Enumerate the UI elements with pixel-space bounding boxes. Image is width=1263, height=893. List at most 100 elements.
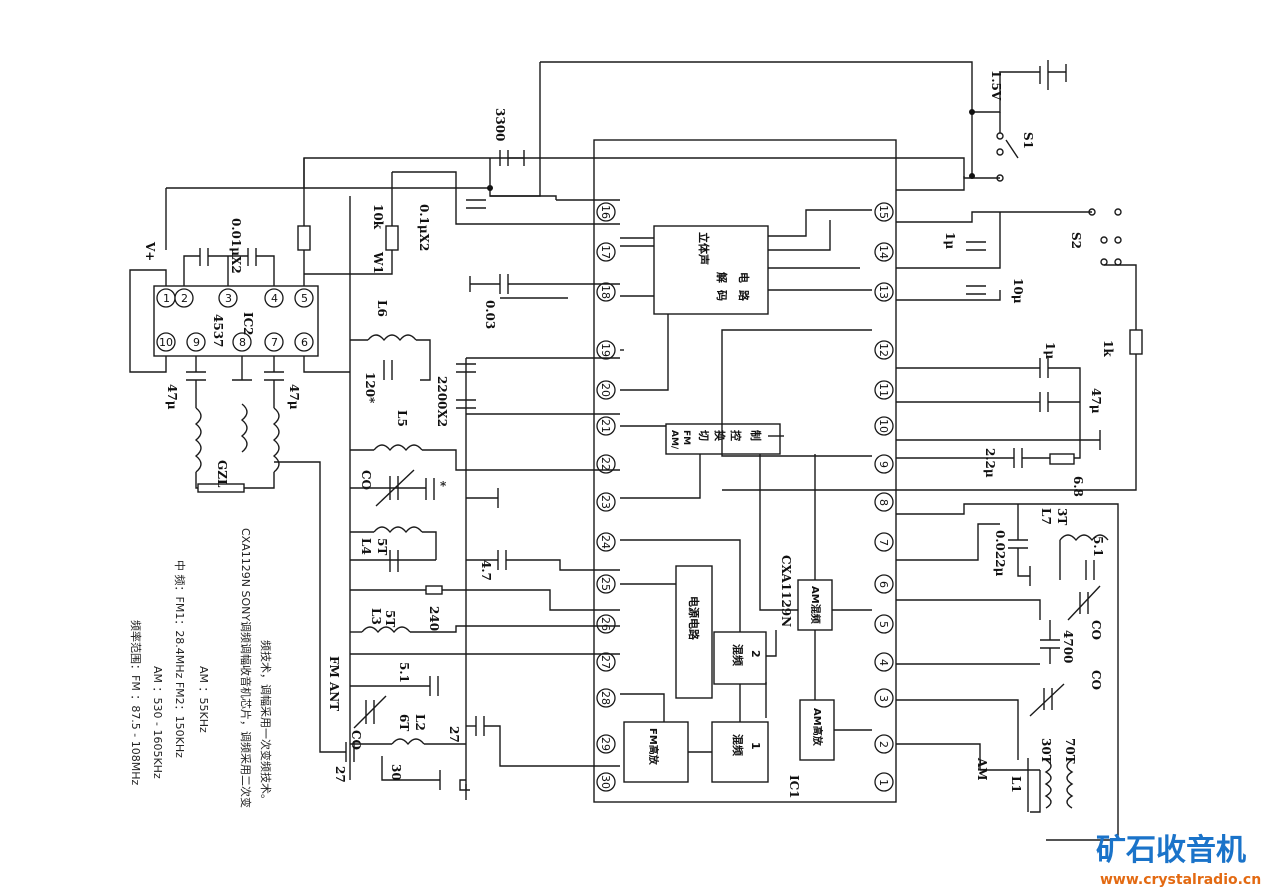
ic1-pin-1: 1 [874,772,894,792]
ic2-name: 4537 [211,314,225,347]
p15-link [896,176,965,191]
l5-out [422,449,620,471]
ic1-pin-19: 19 [596,340,616,360]
ic2-pin-8: 8 [232,332,252,352]
ic1-pin-25-circle [596,574,616,594]
am-fm-l3: 切 [697,430,710,441]
star-label: * [440,479,447,493]
power-circuit-label: 电源电路 [687,596,701,641]
mix2-l1: 混频 [731,644,745,666]
ic1-pin-8-circle [874,492,894,512]
ic1-pin-25: 25 [596,574,616,594]
w1-out [304,250,393,275]
coil-left [194,407,202,473]
c47u-l-label: 47μ [165,384,179,410]
coil-right [272,407,280,473]
fm-rf-block [623,721,689,783]
l5-label: L5 [395,410,409,427]
ic1-pin-10-circle [874,416,894,436]
stereo-decoder-l3: 码 [715,290,728,301]
c47u-b-label: 47μ [1089,388,1103,414]
ic2-out-to-ant [274,461,346,753]
ic1-pin-7: 7 [874,532,894,552]
decoder-out-1 [768,209,872,237]
ic1-pin-10: 10 [874,416,894,436]
stereo-decoder-block [653,225,769,315]
ic1-pin-9: 9 [874,454,894,474]
p6-link [896,523,1000,561]
s2-contact [1100,258,1108,266]
ic2-pin-5: 5 [294,288,314,308]
co-label: CO [359,470,373,490]
fm-ant-label: FM ANT [327,656,341,711]
ic1-pin-23-label: 23 [599,495,612,509]
ic2-feedback [129,269,167,373]
ic2-pin-3: 3 [218,288,238,308]
ic1-pin-12-label: 12 [877,343,890,357]
ic2-pin-7-circle [264,332,284,352]
p14-out [896,211,1092,223]
ic1-pin-4-circle [874,652,894,672]
power-circuit-block [675,565,713,699]
ic1-pin-16: 16 [596,202,616,222]
ic1-pin-29-circle [596,734,616,754]
p23-link [620,454,701,499]
ic1-pin-4: 4 [874,652,894,672]
ic2-ref: IC2 [241,312,255,336]
ic1-pin-2-circle [874,734,894,754]
ic1-pin-19-label: 19 [599,343,612,357]
ic2-pin-5-circle [294,288,314,308]
ic1-pin-15: 15 [874,202,894,222]
co2-arrow [353,695,387,729]
p12-out [896,290,1001,301]
co-b-label: CO [349,730,363,750]
l6-out [416,339,431,381]
pot10k-label: 10k [371,204,385,230]
p8-link [721,329,872,457]
ic2-pin-5-label: 5 [301,292,308,305]
ic2-pin-9: 9 [186,332,206,352]
ic1-pin-6: 6 [874,574,894,594]
l3-out [410,625,620,633]
decoder-out-2 [768,220,831,251]
ic1-pin-1-circle [874,772,894,792]
n30-label: 30 [389,764,403,781]
ic2-pin-1-label: 1 [163,292,170,305]
p28-link [620,693,665,722]
ic1-pin-21-label: 21 [599,419,612,433]
note-range-am: AM ：530 - 1605KHz [151,666,164,779]
c10u-label: 10μ [1011,278,1025,304]
ic1-pin-2: 2 [874,734,894,754]
r1k-link [722,354,1137,491]
ic1-pin-24: 24 [596,532,616,552]
stereo-decoder-l2: 解 [715,272,729,283]
battery-lead [972,71,1040,113]
note-desc2: 频技术，调幅采用一次变频技术。 [259,640,273,805]
r1k-label: 1k [1101,340,1115,357]
ic2-pin-10-circle [156,332,176,352]
vplus-label: V+ [143,241,157,261]
l2-label: L2 [413,714,427,731]
c3300-label: 3300 [493,108,507,141]
gnd-wire [459,779,470,791]
r240-out [442,589,620,611]
ic1-pin-21: 21 [596,416,616,436]
ic2-pin-9-label: 9 [193,336,200,349]
ic1-pin-1-label: 1 [877,779,890,786]
c22u-label: 2.2μ [983,448,997,478]
co-r-arrow [1067,585,1101,621]
ic1-pin-29: 29 [596,734,616,754]
p13-out [896,212,1001,269]
note-desc1: CXA1129N SONY调频调幅收音机芯片，调频采用二次变 [239,528,253,808]
ic2-pin-6-label: 6 [301,336,308,349]
am-fm-switch-block [665,423,781,455]
ic1-pin-18: 18 [596,282,616,302]
ic1-pin-23: 23 [596,492,616,512]
c27b-out [484,725,620,767]
ic1-pin-3-circle [874,688,894,708]
c47u-r-label: 47μ [287,384,301,410]
ic1-pins: 1617181920212223242526272829301514131211… [596,202,894,792]
ic1-pin-16-circle [596,202,616,222]
am-fm-l1: AM/ [669,430,679,450]
ic1-pin-30-circle [596,772,616,792]
